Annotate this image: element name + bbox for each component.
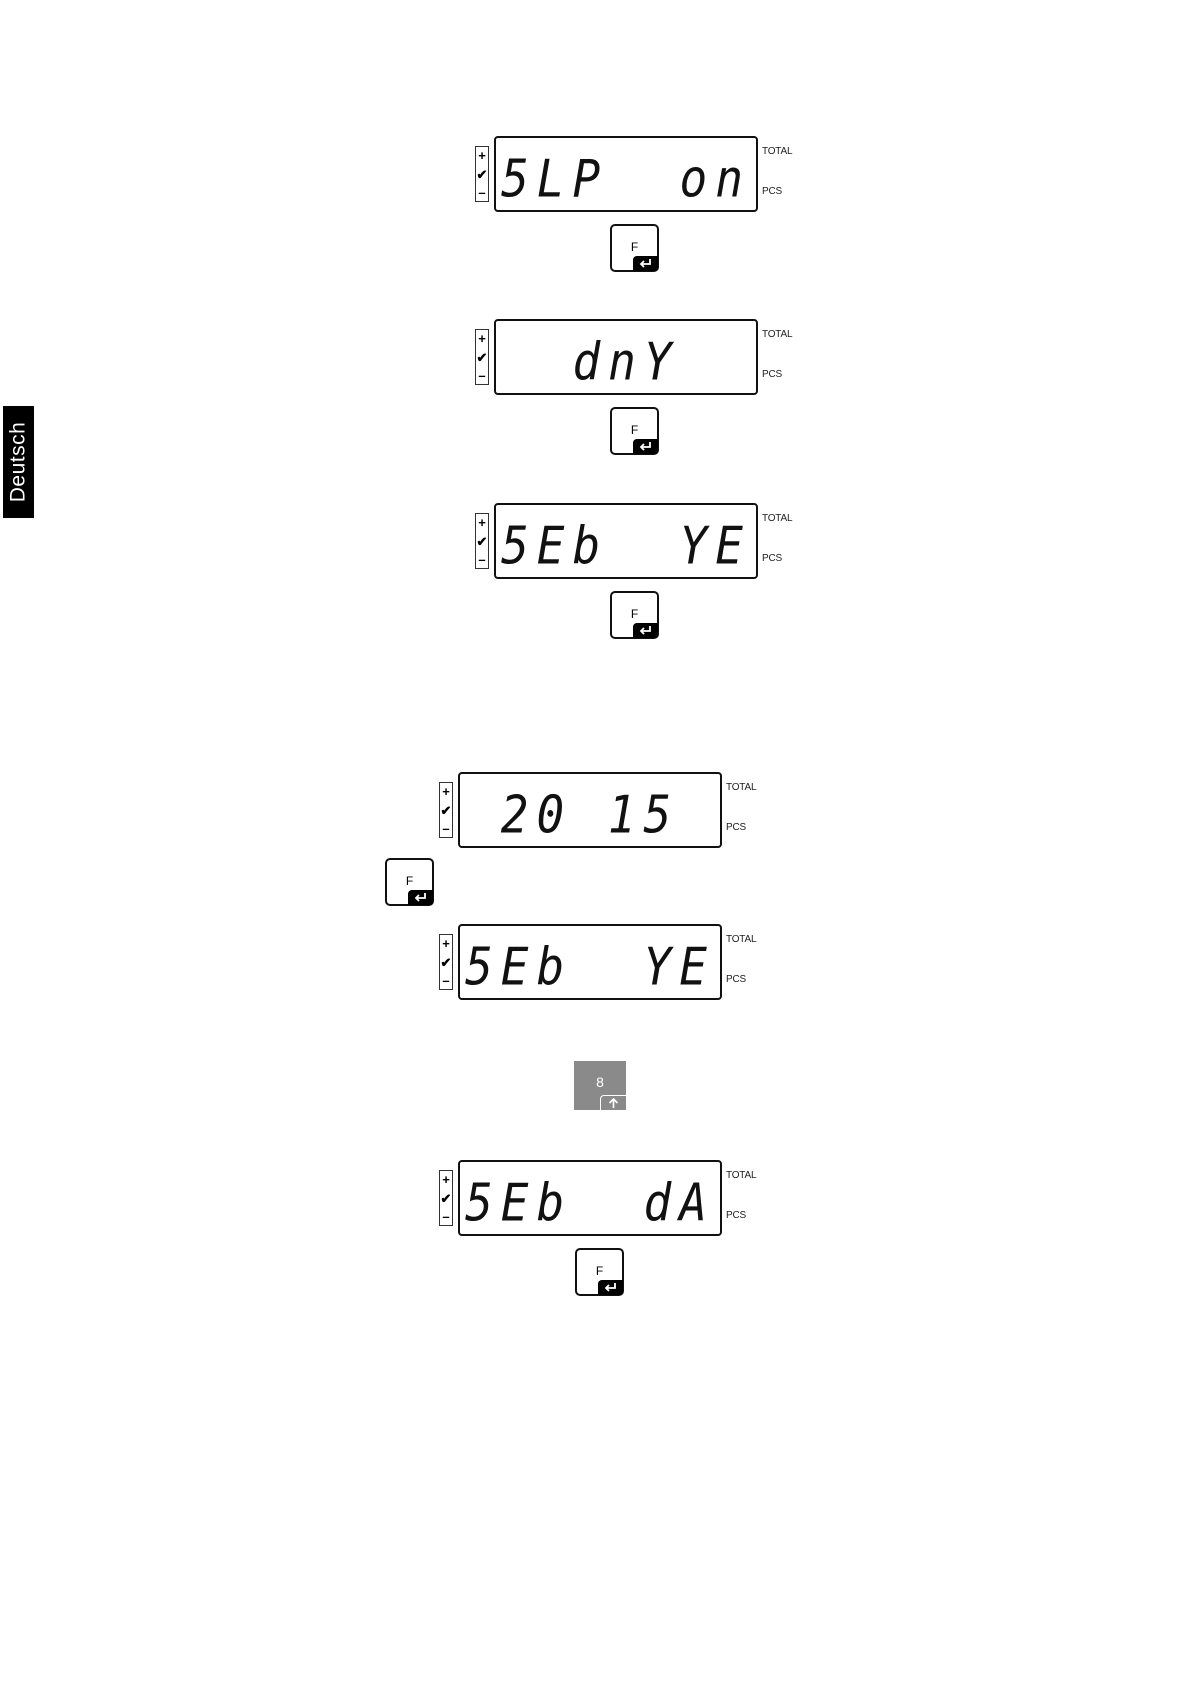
enter-icon xyxy=(633,623,658,638)
total-label: TOTAL xyxy=(726,1170,756,1181)
plus-icon: + xyxy=(478,330,486,347)
plus-icon: + xyxy=(478,514,486,531)
check-icon: ✔ xyxy=(441,802,452,819)
display-panel: + ✔ – 5Eb dA TOTAL PCS xyxy=(439,1160,759,1238)
minus-icon: – xyxy=(442,820,449,837)
minus-icon: – xyxy=(442,1208,449,1225)
f-key-label: F xyxy=(577,1264,622,1278)
lcd-screen: dnY xyxy=(494,319,758,395)
lcd-screen: 20 15 xyxy=(458,772,722,848)
enter-icon xyxy=(633,256,658,271)
display-panel: + ✔ – dnY TOTAL PCS xyxy=(475,319,795,397)
display-readout: 5Eb YE xyxy=(465,927,715,996)
sign-indicators: + ✔ – xyxy=(475,513,489,569)
check-icon: ✔ xyxy=(477,349,488,366)
pcs-label: PCS xyxy=(726,822,746,833)
display-panel: + ✔ – 20 15 TOTAL PCS xyxy=(439,772,759,850)
display-readout: 5Eb dA xyxy=(465,1163,715,1232)
display-panel: + ✔ – 5Eb YE TOTAL PCS xyxy=(439,924,759,1002)
display-readout: 5Eb YE xyxy=(501,506,751,575)
enter-icon xyxy=(633,439,658,454)
pcs-label: PCS xyxy=(762,553,782,564)
lcd-screen: 5Eb YE xyxy=(458,924,722,1000)
check-icon: ✔ xyxy=(441,1190,452,1207)
minus-icon: – xyxy=(478,184,485,201)
pcs-label: PCS xyxy=(726,1210,746,1221)
sign-indicators: + ✔ – xyxy=(475,329,489,385)
lcd-screen: 5Eb YE xyxy=(494,503,758,579)
arrow-up-icon xyxy=(600,1095,626,1110)
enter-icon xyxy=(408,890,433,905)
f-key-label: F xyxy=(387,874,432,888)
display-panel: + ✔ – 5Eb YE TOTAL PCS xyxy=(475,503,795,581)
check-icon: ✔ xyxy=(441,954,452,971)
total-label: TOTAL xyxy=(762,513,792,524)
f-enter-key[interactable]: F xyxy=(610,591,659,639)
f-enter-key[interactable]: F xyxy=(385,858,434,906)
sign-indicators: + ✔ – xyxy=(475,146,489,202)
up-arrow-key[interactable]: 8 xyxy=(574,1061,626,1110)
total-label: TOTAL xyxy=(726,782,756,793)
plus-icon: + xyxy=(442,1171,450,1188)
enter-icon xyxy=(598,1280,623,1295)
check-icon: ✔ xyxy=(477,533,488,550)
sign-indicators: + ✔ – xyxy=(439,934,453,990)
pcs-label: PCS xyxy=(726,974,746,985)
display-readout: dnY xyxy=(572,322,679,391)
minus-icon: – xyxy=(478,551,485,568)
display-readout: 20 15 xyxy=(501,775,679,844)
lcd-screen: 5LP on xyxy=(494,136,758,212)
total-label: TOTAL xyxy=(762,146,792,157)
language-tab[interactable]: Deutsch xyxy=(3,406,34,518)
f-key-label: F xyxy=(612,607,657,621)
sign-indicators: + ✔ – xyxy=(439,782,453,838)
check-icon: ✔ xyxy=(477,166,488,183)
f-key-label: F xyxy=(612,240,657,254)
total-label: TOTAL xyxy=(726,934,756,945)
total-label: TOTAL xyxy=(762,329,792,340)
language-tab-label: Deutsch xyxy=(7,422,31,503)
f-enter-key[interactable]: F xyxy=(575,1248,624,1296)
up-key-label: 8 xyxy=(574,1074,626,1090)
pcs-label: PCS xyxy=(762,369,782,380)
plus-icon: + xyxy=(478,147,486,164)
f-enter-key[interactable]: F xyxy=(610,224,659,272)
f-key-label: F xyxy=(612,423,657,437)
lcd-screen: 5Eb dA xyxy=(458,1160,722,1236)
plus-icon: + xyxy=(442,783,450,800)
f-enter-key[interactable]: F xyxy=(610,407,659,455)
plus-icon: + xyxy=(442,935,450,952)
display-readout: 5LP on xyxy=(501,139,751,208)
display-panel: + ✔ – 5LP on TOTAL PCS xyxy=(475,136,795,214)
pcs-label: PCS xyxy=(762,186,782,197)
minus-icon: – xyxy=(478,367,485,384)
minus-icon: – xyxy=(442,972,449,989)
sign-indicators: + ✔ – xyxy=(439,1170,453,1226)
